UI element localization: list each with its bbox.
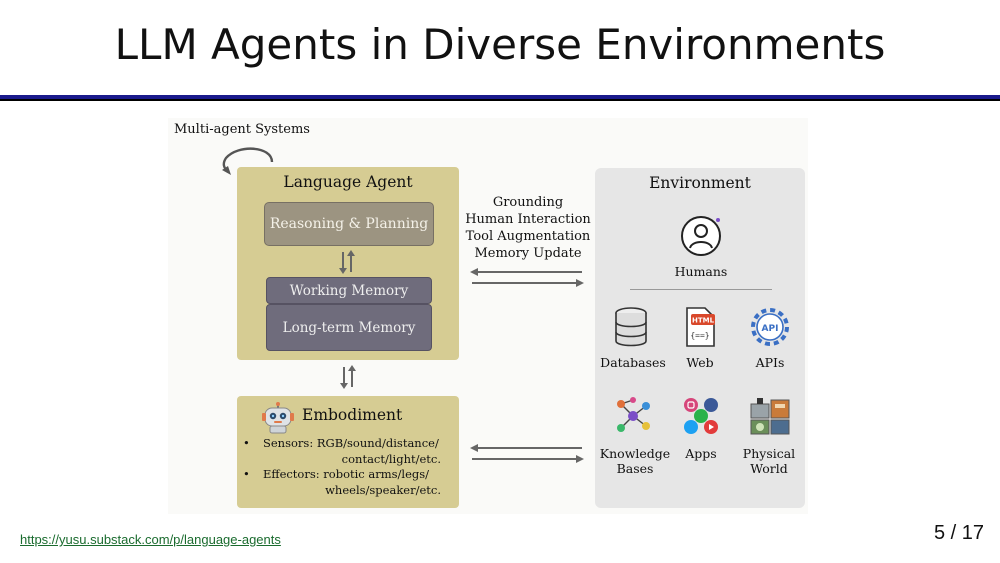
interaction-human: Human Interaction [465, 212, 591, 227]
databases-label: Databases [600, 355, 666, 370]
knowledge-bases-line2: Bases [616, 461, 654, 476]
sensors-item: • Sensors: RGB/sound/distance/ contact/l… [241, 436, 455, 467]
slide-title: LLM Agents in Diverse Environments [114, 20, 886, 69]
apps-label: Apps [685, 446, 717, 461]
bidirectional-arrow-icon [470, 444, 584, 463]
environment-divider [630, 289, 772, 290]
knowledge-bases-line1: Knowledge [599, 446, 671, 461]
interaction-memory: Memory Update [474, 246, 582, 261]
sensors-line2: contact/light/etc. [341, 451, 441, 466]
api-icon-text: API [762, 324, 779, 334]
effectors-line1: Effectors: robotic arms/legs/ [263, 467, 430, 481]
source-link[interactable]: https://yusu.substack.com/p/language-age… [20, 532, 281, 547]
language-agent-title: Language Agent [283, 173, 413, 191]
bullet: • [243, 436, 250, 450]
physical-world-line1: Physical [742, 446, 796, 461]
effectors-item: • Effectors: robotic arms/legs/ wheels/s… [241, 467, 455, 498]
agent-diagram: Multi-agent Systems Language Agent Reaso… [168, 118, 808, 514]
html-icon-text: HTML [692, 317, 715, 325]
physical-world-line2: World [750, 461, 788, 476]
bidirectional-arrow-icon [340, 365, 356, 389]
embodiment-list: • Sensors: RGB/sound/distance/ contact/l… [241, 436, 455, 498]
apps-icon [684, 398, 718, 434]
database-icon [615, 307, 647, 347]
effectors-line2: wheels/speaker/etc. [325, 482, 441, 497]
physical-world-icon [750, 398, 790, 435]
interaction-labels: Grounding Human Interaction Tool Augment… [464, 194, 592, 262]
bullet: • [243, 467, 250, 481]
physical-world-label: Physical World [735, 446, 803, 476]
html-document-icon: HTML {==} [686, 307, 715, 347]
person-icon [681, 216, 721, 256]
code-icon-text: {==} [690, 331, 709, 340]
title-rule [0, 95, 1000, 99]
web-label: Web [686, 355, 714, 370]
title-rule-shadow [0, 99, 1000, 101]
page-number: 5 / 17 [933, 522, 984, 544]
environment-title: Environment [649, 174, 751, 192]
environment-panel: Environment Humans Databases HTML {==} W… [595, 168, 805, 508]
embodiment-title: Embodiment [302, 406, 403, 424]
interaction-tool: Tool Augmentation [465, 229, 591, 244]
working-memory-box: Working Memory [266, 277, 432, 304]
language-agent-panel: Language Agent Reasoning & Planning Work… [237, 167, 459, 360]
humans-label: Humans [674, 264, 728, 279]
embodiment-panel: Embodiment • Sensors: RGB/sound/distance… [237, 396, 459, 508]
knowledge-bases-label: Knowledge Bases [597, 446, 673, 476]
multi-agent-label: Multi-agent Systems [174, 122, 310, 137]
apis-label: APIs [755, 355, 785, 370]
robot-icon [262, 402, 294, 434]
knowledge-graph-icon [617, 397, 650, 432]
api-gear-icon: API [751, 308, 789, 346]
sensors-line1: Sensors: RGB/sound/distance/ [263, 436, 439, 450]
interaction-grounding: Grounding [492, 195, 564, 210]
long-term-memory-box: Long-term Memory [266, 304, 432, 351]
bidirectional-arrow-icon [339, 250, 355, 274]
bidirectional-arrow-icon [470, 268, 584, 287]
reasoning-planning-box: Reasoning & Planning [264, 202, 434, 246]
cycle-arrow-icon [222, 147, 274, 175]
